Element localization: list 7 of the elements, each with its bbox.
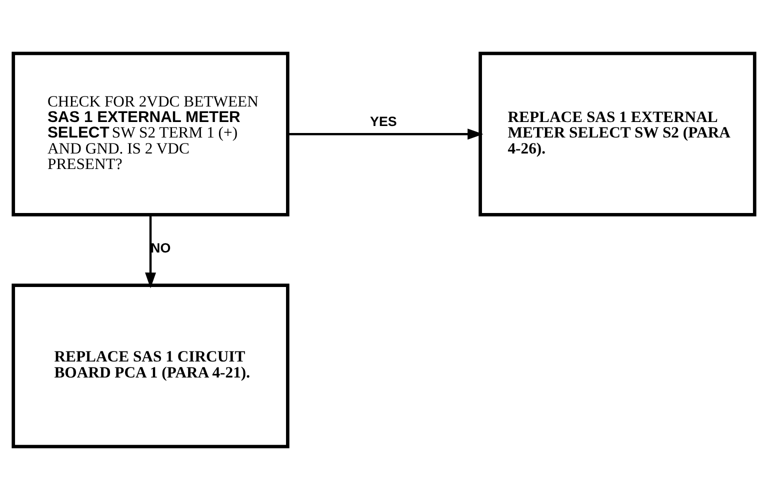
node-box: CHECK FOR 2VDC BETWEEN SAS 1 EXTERNAL METER SELECT SW S2 TERM 1 (+) AND GND. IS 2 VDC PRESENT? [12,51,290,216]
arrow [288,128,484,140]
edge-label: NO [150,240,171,255]
arrow [145,214,156,288]
edge-label: YES [370,113,397,128]
node-box: REPLACE SAS 1 CIRCUIT BOARD PCA 1 (PARA 4-21). [12,283,290,448]
node-box: REPLACE SAS 1 EXTERNAL METER SELECT SW S2 (PARA 4-26). [478,51,756,216]
